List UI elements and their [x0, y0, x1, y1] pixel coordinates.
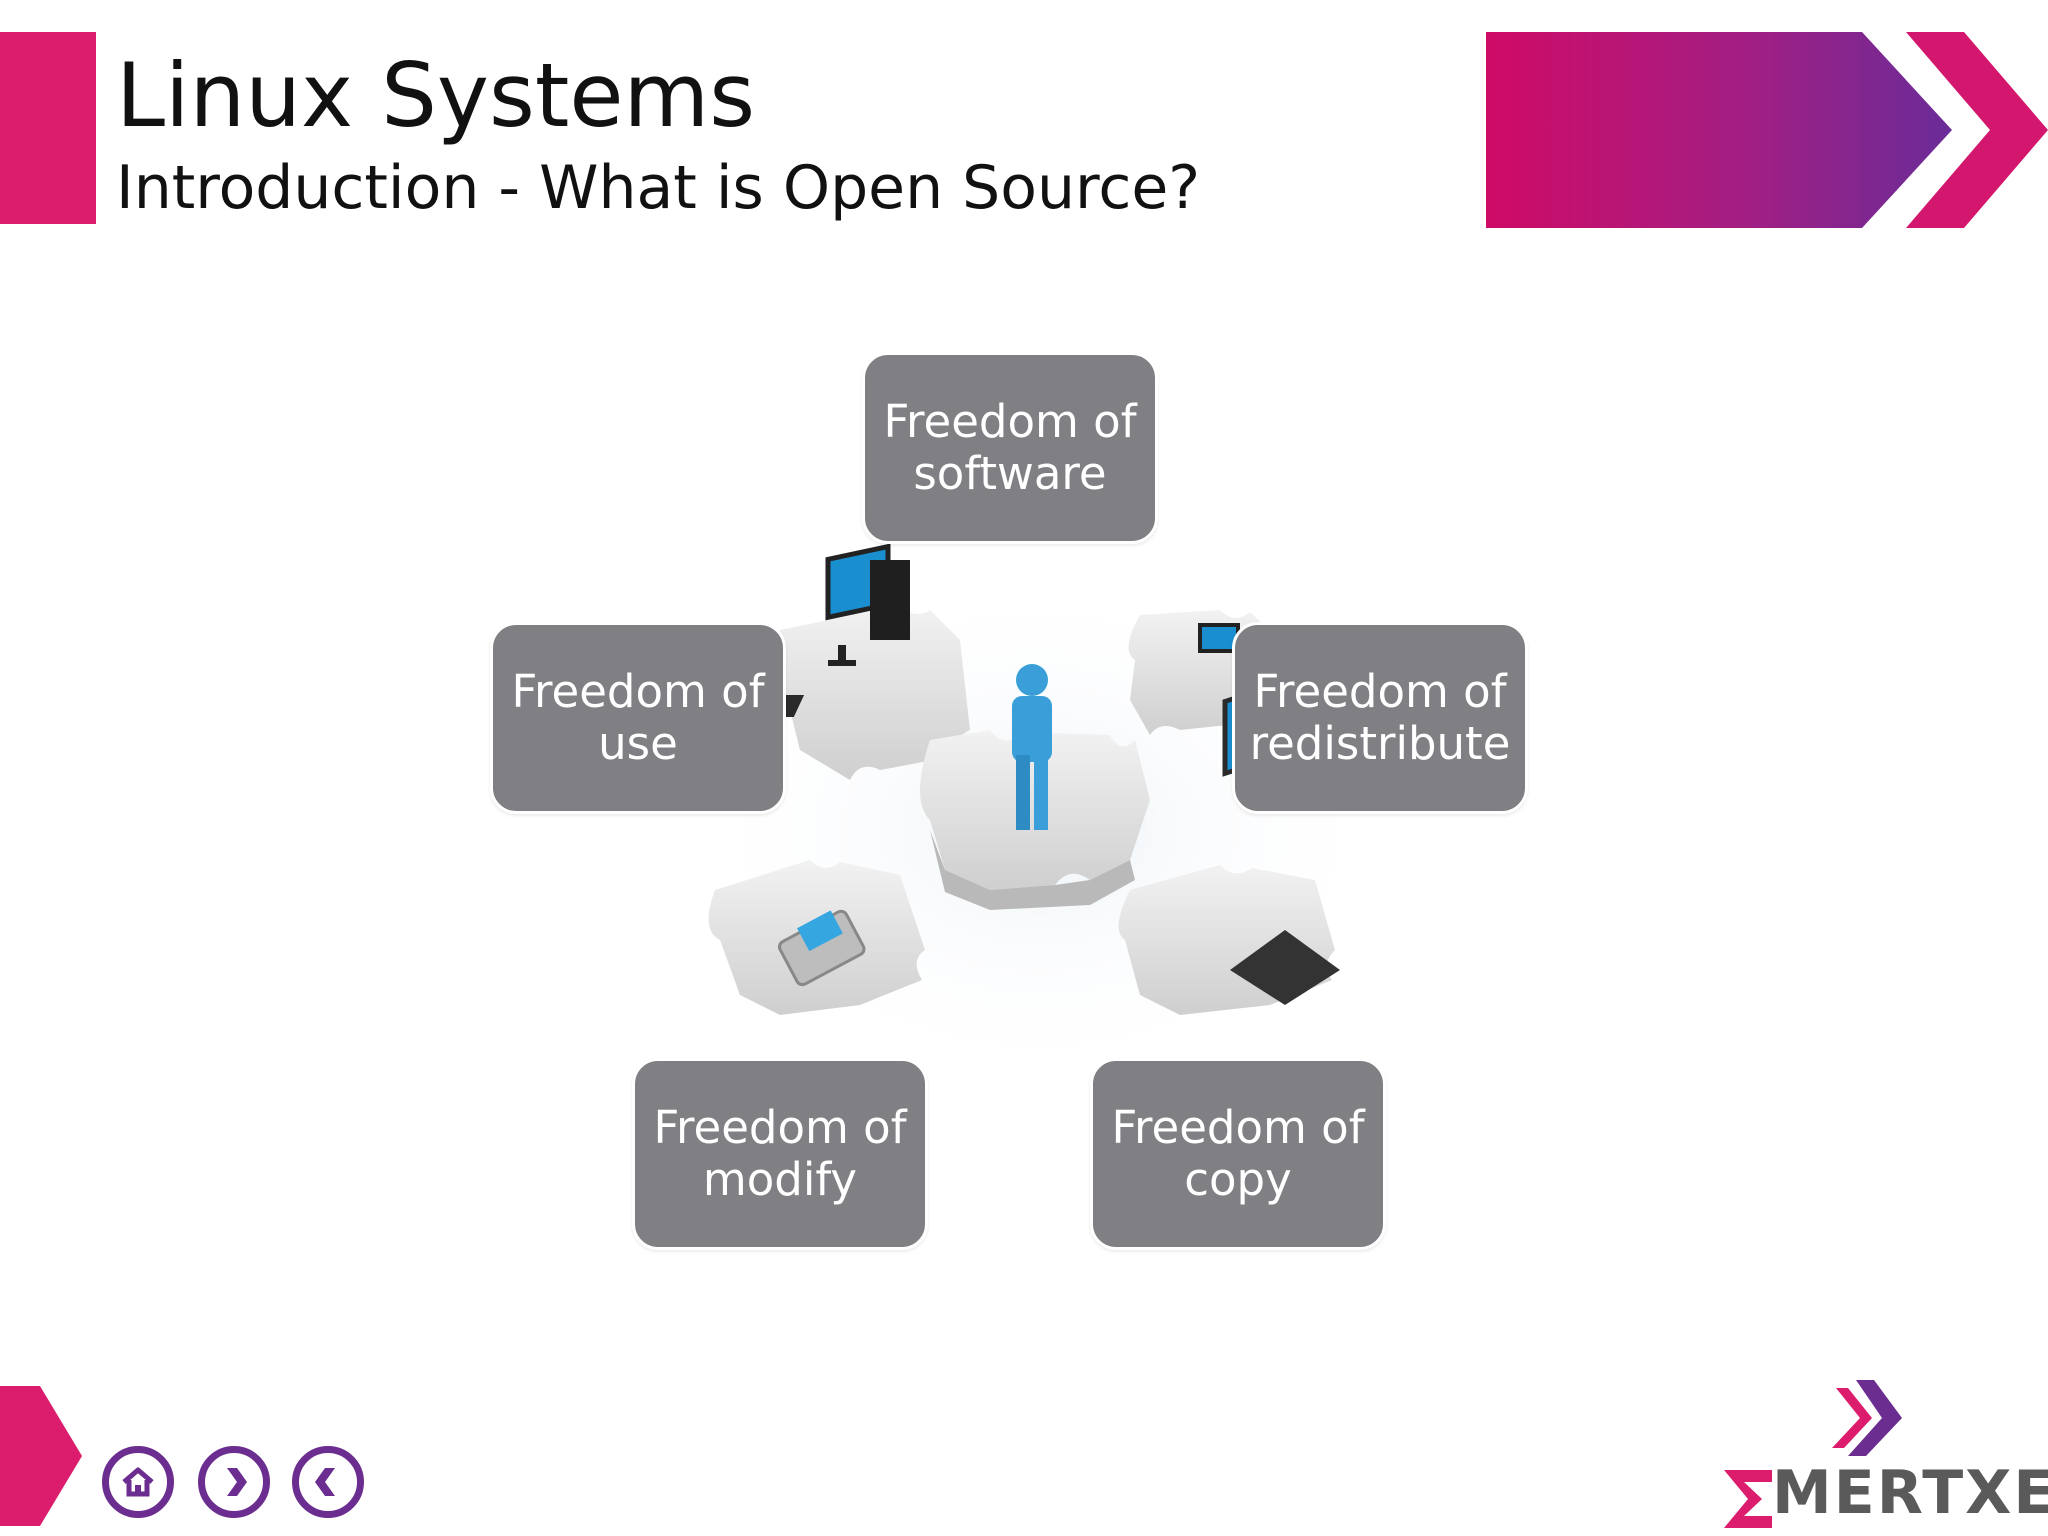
- box-freedom-software: Freedom of software: [862, 352, 1158, 544]
- next-icon: [227, 1468, 247, 1496]
- emertxe-logo: MERTXE: [1716, 1378, 2048, 1528]
- banner-arrow-shape: [1486, 32, 1952, 228]
- previous-icon: [315, 1468, 335, 1496]
- footer-accent-chevron: [0, 1386, 82, 1526]
- puzzle-piece-phone: [708, 860, 925, 1015]
- home-button[interactable]: [102, 1446, 174, 1518]
- logo-mark-icon: [1724, 1380, 1902, 1528]
- box-freedom-modify: Freedom of modify: [632, 1058, 928, 1250]
- box-freedom-redistribute: Freedom of redistribute: [1232, 622, 1528, 814]
- page-title: Linux Systems: [116, 44, 756, 147]
- title-accent-bar: [0, 32, 96, 224]
- logo-text: MERTXE: [1772, 1458, 2048, 1528]
- previous-button[interactable]: [292, 1446, 364, 1518]
- page-subtitle: Introduction - What is Open Source?: [116, 153, 1201, 223]
- puzzle-piece-person: [920, 664, 1150, 910]
- box-freedom-copy: Freedom of copy: [1090, 1058, 1386, 1250]
- box-freedom-use: Freedom of use: [490, 622, 786, 814]
- header-banner: [1486, 32, 2048, 228]
- puzzle-diagram: Freedom of software Freedom of use Freed…: [490, 352, 1528, 1250]
- next-button[interactable]: [198, 1446, 270, 1518]
- banner-chevron-shape: [1906, 32, 2048, 228]
- home-icon: [122, 1467, 154, 1497]
